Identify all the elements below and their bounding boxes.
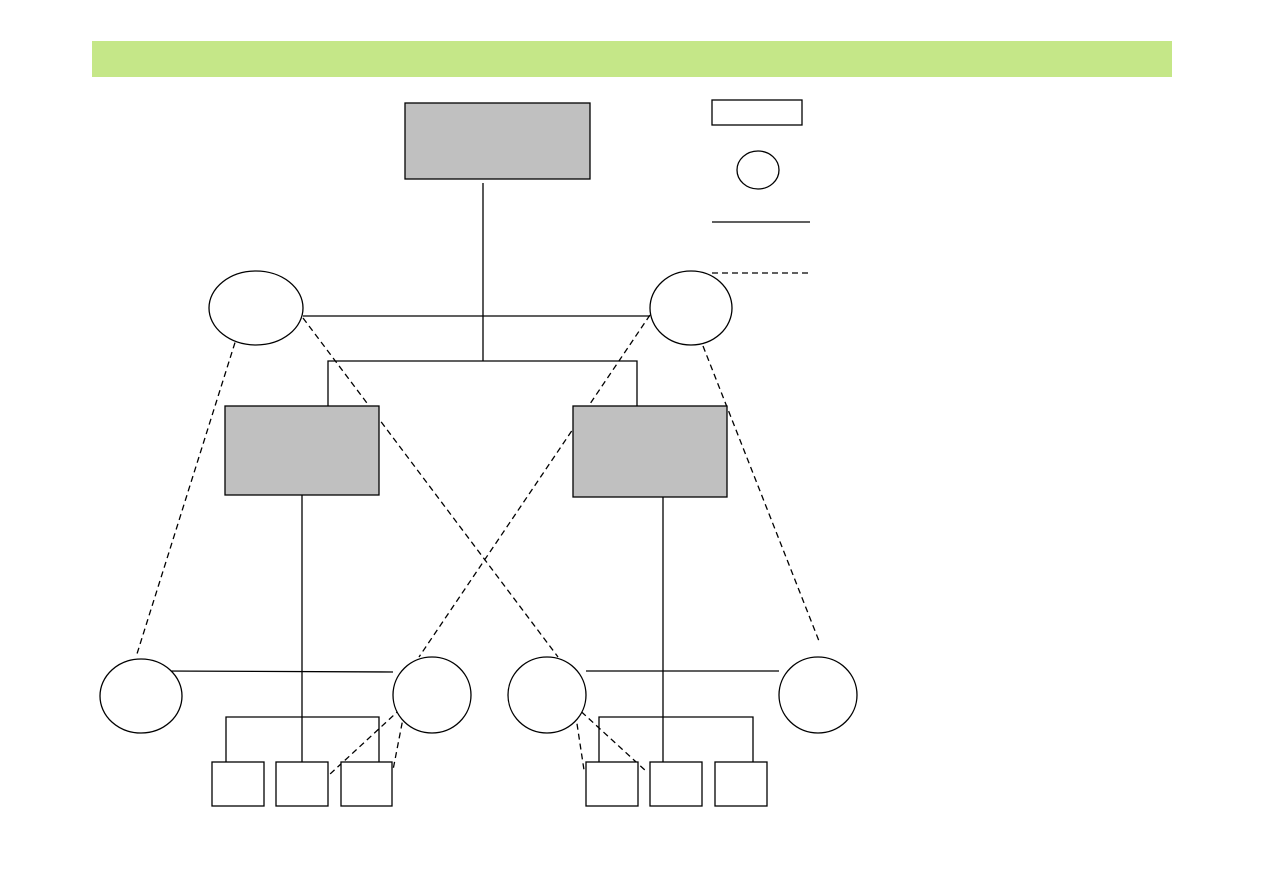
legend-rectangle-icon xyxy=(711,99,803,126)
dashed-link xyxy=(702,345,820,642)
solid-link xyxy=(327,360,638,406)
circle-node-lower-1 xyxy=(99,658,183,734)
right-shaded-box xyxy=(572,405,728,498)
dashed-link xyxy=(418,314,651,658)
top-shaded-box xyxy=(404,102,591,180)
solid-link xyxy=(225,716,380,762)
legend-circle-icon xyxy=(736,150,780,190)
dashed-link xyxy=(573,704,648,773)
circle-node-lower-2 xyxy=(392,656,472,734)
dashed-link xyxy=(328,701,409,776)
square-node xyxy=(211,761,265,807)
title-band xyxy=(92,41,1172,77)
square-node xyxy=(340,761,393,807)
circle-node-upper-right xyxy=(649,270,733,346)
square-node xyxy=(275,761,329,807)
circle-node-lower-3 xyxy=(507,656,587,734)
square-node xyxy=(714,761,768,807)
square-node xyxy=(585,761,639,807)
solid-link xyxy=(161,670,394,673)
circle-node-lower-4 xyxy=(778,656,858,734)
dashed-link xyxy=(135,332,239,658)
square-node xyxy=(649,761,703,807)
left-shaded-box xyxy=(224,405,380,496)
dashed-link xyxy=(302,317,559,658)
legend xyxy=(711,99,810,274)
circle-node-upper-left xyxy=(208,270,304,346)
solid-link xyxy=(598,716,754,762)
dashed-links xyxy=(135,314,820,776)
solid-links xyxy=(161,183,779,762)
